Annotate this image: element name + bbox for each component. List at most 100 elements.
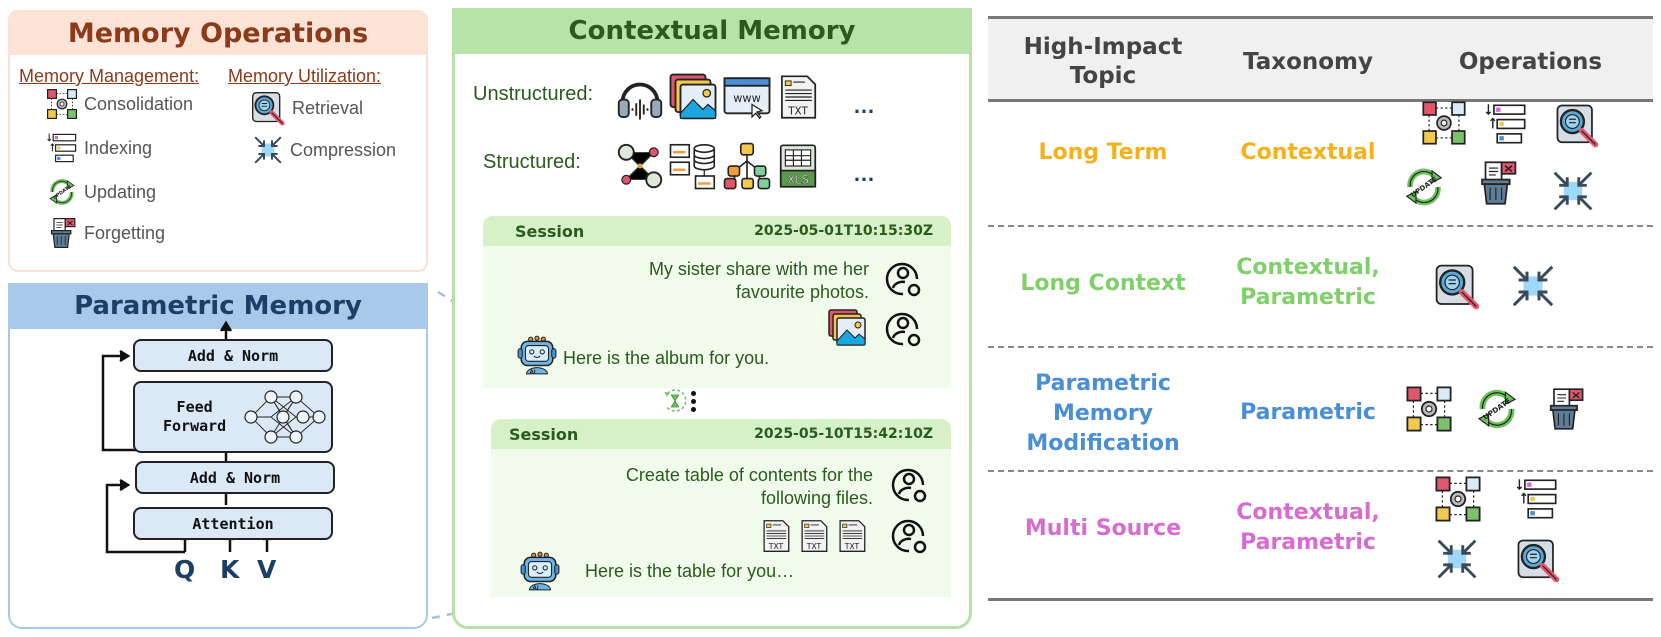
- op-forgetting: Forgetting: [46, 215, 165, 251]
- header-taxonomy: Taxonomy: [1242, 49, 1373, 75]
- user-message-line: My sister share with me her: [648, 259, 869, 279]
- headphones-audio-icon: [615, 72, 665, 122]
- row-topic: Long Term: [1038, 140, 1168, 165]
- compression-icon: [1508, 262, 1558, 310]
- add-norm-top-block: Add & Norm: [133, 339, 333, 372]
- row-taxonomy: Contextual: [1240, 140, 1376, 165]
- retrieval-icon: [1515, 536, 1561, 584]
- row-topic: Multi Source: [1024, 516, 1182, 541]
- contextual-memory-title: Contextual Memory: [452, 8, 972, 54]
- bot-message: Here is the table for you…: [585, 561, 795, 581]
- indexing-icon: [1484, 102, 1528, 146]
- row-taxonomy: Parametric: [1240, 400, 1376, 425]
- structured-more: …: [853, 161, 878, 186]
- op-indexing: Indexing: [46, 130, 152, 166]
- row-divider: [988, 346, 1653, 348]
- user-avatar-icon: [883, 259, 923, 299]
- forgetting-icon: [1543, 382, 1587, 436]
- user-message-line: following files.: [760, 488, 873, 508]
- topic-line: Memory: [1052, 401, 1154, 426]
- txt-file-icon: [835, 516, 869, 556]
- txt-file-icon: [797, 516, 831, 556]
- photo-stack-icon: [823, 308, 871, 348]
- memory-management-heading: Memory Management:: [19, 66, 200, 86]
- row-topic: Long Context: [1020, 271, 1186, 296]
- consolidation-icon: [1434, 474, 1482, 524]
- row-taxonomy: Contextual, Parametric: [1188, 498, 1428, 558]
- ai-bot-icon: [519, 549, 561, 593]
- unstructured-label: Unstructured:: [473, 83, 594, 105]
- session-timestamp: 2025-05-10T15:42:10Z: [754, 426, 933, 442]
- forgetting-icon: [1474, 156, 1520, 210]
- retrieval-icon: [1433, 262, 1481, 310]
- graph-network-icon: [615, 141, 665, 191]
- tree-hierarchy-icon: [722, 141, 772, 191]
- table-bottom-rule: [988, 598, 1653, 601]
- user-message: Create table of contents for the followi…: [626, 464, 873, 510]
- input-q: Q: [174, 555, 196, 584]
- taxonomy-line: Parametric: [1240, 285, 1376, 310]
- taxonomy-line: Contextual,: [1236, 500, 1380, 525]
- input-v: V: [257, 555, 277, 584]
- op-label: Consolidation: [84, 93, 194, 114]
- txt-file-icon: [759, 516, 793, 556]
- bot-message: Here is the album for you.: [563, 348, 770, 368]
- feed-forward-label-2: Forward: [163, 417, 227, 435]
- compression-icon: [1434, 536, 1480, 582]
- consolidation-icon: [1421, 100, 1467, 146]
- vertical-ellipsis-icon: [691, 391, 696, 412]
- row-taxonomy: Contextual, Parametric: [1188, 253, 1428, 313]
- consolidation-icon: [1405, 384, 1453, 434]
- attention-block: Attention: [133, 507, 333, 540]
- contextual-memory-panel: Contextual Memory Unstructured: … Struct…: [452, 8, 972, 629]
- user-message: My sister share with me her favourite ph…: [649, 258, 869, 304]
- op-updating: Updating: [46, 176, 156, 208]
- op-retrieval: Retrieval: [250, 90, 363, 126]
- header-topic: High-Impact Topic: [988, 33, 1218, 91]
- session-header: Session 2025-05-10T15:42:10Z: [491, 419, 951, 449]
- memory-operations-title: Memory Operations: [10, 12, 426, 55]
- session-header: Session 2025-05-01T10:15:30Z: [483, 216, 951, 246]
- topic-table: High-Impact Topic Taxonomy Operations Lo…: [988, 16, 1653, 601]
- updating-icon: [1473, 384, 1521, 434]
- user-avatar-icon: [889, 465, 929, 505]
- session-label: Session: [509, 424, 579, 444]
- op-label: Compression: [290, 139, 397, 160]
- neural-network-icon: [244, 390, 326, 444]
- taxonomy-line: Contextual,: [1236, 255, 1380, 280]
- ai-bot-icon: [516, 333, 558, 377]
- session-card: Session 2025-05-01T10:15:30Z My sister s…: [483, 216, 951, 388]
- op-label: Retrieval: [292, 97, 364, 118]
- compression-icon: [1548, 168, 1598, 214]
- indexing-icon: [1515, 476, 1559, 522]
- session-card: Session 2025-05-10T15:42:10Z Create tabl…: [491, 419, 951, 597]
- retrieval-icon: [1554, 102, 1600, 148]
- op-compression: Compression: [252, 134, 396, 166]
- user-avatar-icon: [889, 516, 929, 556]
- header-operations: Operations: [1458, 49, 1603, 75]
- topic-line: Parametric: [1035, 371, 1171, 396]
- op-label: Updating: [84, 181, 157, 202]
- op-label: Forgetting: [84, 222, 166, 243]
- feed-forward-block: Feed Forward: [133, 381, 333, 453]
- header-topic-line: Topic: [1069, 63, 1137, 89]
- op-consolidation: Consolidation: [46, 88, 193, 120]
- session-label: Session: [515, 221, 585, 241]
- input-k: K: [220, 555, 240, 584]
- user-message-line: Create table of contents for the: [625, 465, 873, 485]
- database-servers-icon: [668, 141, 718, 191]
- row-topic: Parametric Memory Modification: [988, 369, 1218, 459]
- row-divider: [988, 225, 1653, 227]
- memory-operations-panel: Memory Operations Memory Management: Mem…: [8, 10, 428, 272]
- row-divider: [988, 470, 1653, 472]
- add-norm-bottom-block: Add & Norm: [135, 461, 335, 494]
- updating-icon: [1401, 162, 1447, 212]
- topic-line: Modification: [1026, 431, 1180, 456]
- parametric-memory-title: Parametric Memory: [8, 283, 428, 329]
- memory-utilization-heading: Memory Utilization:: [228, 66, 382, 86]
- session-timestamp: 2025-05-01T10:15:30Z: [754, 223, 933, 239]
- table-header: High-Impact Topic Taxonomy Operations: [988, 16, 1653, 102]
- time-lapse-icon: [660, 386, 690, 416]
- photo-stack-icon: [668, 72, 718, 122]
- feed-forward-label-1: Feed: [176, 398, 213, 416]
